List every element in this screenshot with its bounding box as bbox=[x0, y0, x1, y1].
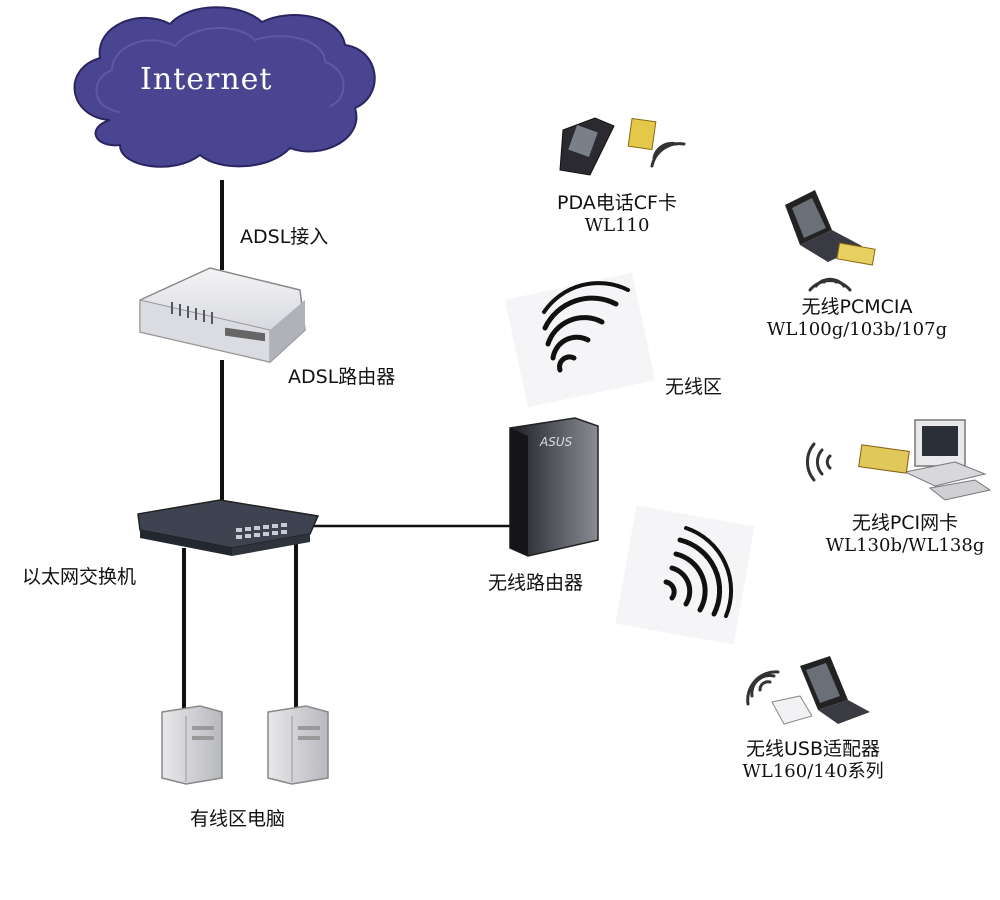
wireless-router-label: 无线路由器 bbox=[488, 572, 584, 594]
switch-label: 以太网交换机 bbox=[22, 566, 137, 588]
wired-pc-icon-2 bbox=[267, 705, 329, 785]
client-name: 无线USB适配器 bbox=[745, 738, 881, 760]
client-pda: PDA电话CF卡 WL110 bbox=[557, 192, 677, 236]
internet-cloud-icon bbox=[73, 6, 376, 168]
usb-adapter-laptop-icon bbox=[746, 656, 870, 725]
client-pci: 无线PCI网卡 WL130b/WL138g bbox=[826, 512, 985, 556]
client-model: WL130b/WL138g bbox=[825, 534, 985, 556]
client-pcmcia: 无线PCMCIA WL100g/103b/107g bbox=[767, 296, 947, 340]
pda-cf-card-icon bbox=[559, 117, 686, 176]
client-usb: 无线USB适配器 WL160/140系列 bbox=[742, 738, 883, 782]
adsl-router-label: ADSL路由器 bbox=[288, 366, 396, 388]
client-model: WL100g/103b/107g bbox=[766, 318, 948, 340]
wired-pcs-label: 有线区电脑 bbox=[190, 808, 286, 830]
wireless-signal-icon-2 bbox=[615, 505, 755, 645]
internet-label: Internet bbox=[140, 62, 273, 97]
wireless-router-icon: ASUS bbox=[509, 417, 599, 557]
client-name: 无线PCMCIA bbox=[801, 296, 913, 318]
adsl-router-icon bbox=[139, 267, 306, 363]
pcmcia-laptop-icon bbox=[785, 190, 876, 292]
client-name: PDA电话CF卡 bbox=[557, 192, 677, 214]
wired-pc-icon-1 bbox=[161, 705, 223, 785]
pci-desktop-icon bbox=[806, 419, 992, 501]
client-model: WL160/140系列 bbox=[742, 760, 884, 782]
client-name: 无线PCI网卡 bbox=[851, 512, 959, 534]
wireless-signal-icon-1 bbox=[504, 272, 656, 408]
ethernet-switch-icon bbox=[137, 499, 320, 556]
svg-text:ASUS: ASUS bbox=[539, 435, 573, 449]
wireless-zone-label: 无线区 bbox=[665, 376, 723, 398]
client-model: WL110 bbox=[584, 214, 650, 236]
adsl-access-label: ADSL接入 bbox=[240, 226, 329, 248]
cables bbox=[182, 180, 510, 712]
